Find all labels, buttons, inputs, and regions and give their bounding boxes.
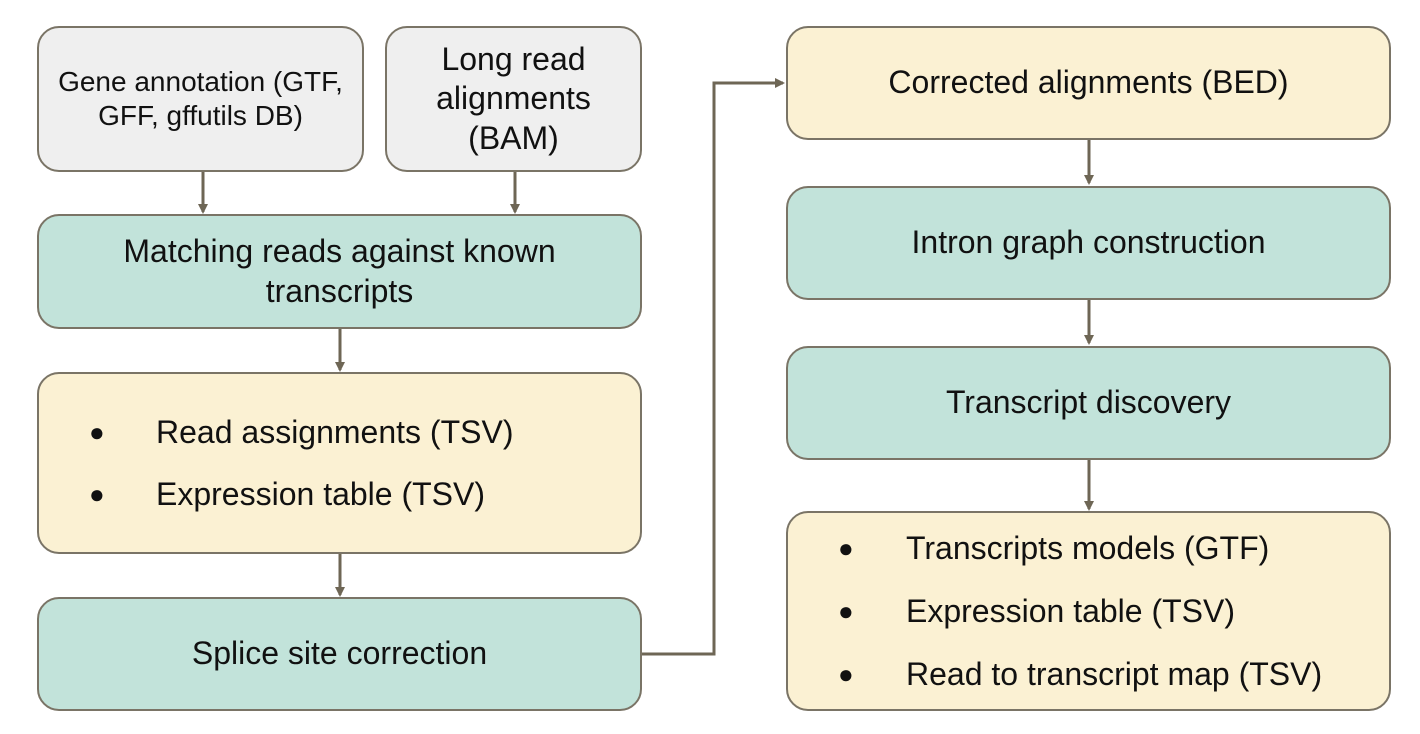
list-item: ● Transcripts models (GTF)	[838, 517, 1269, 580]
long-read-alignments-box: Long read alignments (BAM)	[385, 26, 642, 172]
bullet-icon: ●	[838, 532, 854, 563]
read-transcript-map-label: Read to transcript map (TSV)	[906, 655, 1323, 692]
final-outputs-box: ● Transcripts models (GTF) ● Expression …	[786, 511, 1391, 711]
corrected-alignments-label: Corrected alignments (BED)	[888, 64, 1289, 101]
splice-site-correction-box: Splice site correction	[37, 597, 642, 711]
read-assignments-label: Read assignments (TSV)	[156, 413, 514, 450]
gene-annotation-label: Gene annotation (GTF, GFF, gffutils DB)	[58, 65, 343, 131]
matching-reads-label: Matching reads against known transcripts	[123, 233, 556, 309]
list-item: ● Expression table (TSV)	[838, 580, 1235, 643]
list-item: ● Expression table (TSV)	[89, 463, 485, 525]
transcript-discovery-box: Transcript discovery	[786, 346, 1391, 460]
bullet-icon: ●	[89, 416, 105, 447]
arrow-splice-to-corrected	[642, 78, 785, 656]
gene-annotation-box: Gene annotation (GTF, GFF, gffutils DB)	[37, 26, 364, 172]
matching-reads-box: Matching reads against known transcripts	[37, 214, 642, 329]
intron-graph-label: Intron graph construction	[911, 224, 1266, 261]
bullet-icon: ●	[89, 478, 105, 509]
splice-site-correction-label: Splice site correction	[191, 635, 488, 672]
list-item: ● Read to transcript map (TSV)	[838, 643, 1322, 706]
expression-table-label: Expression table (TSV)	[156, 475, 486, 512]
list-item: ● Read assignments (TSV)	[89, 401, 513, 463]
intron-graph-box: Intron graph construction	[786, 186, 1391, 300]
corrected-alignments-box: Corrected alignments (BED)	[786, 26, 1391, 140]
transcript-discovery-label: Transcript discovery	[945, 384, 1232, 421]
bullet-icon: ●	[838, 658, 854, 689]
long-read-alignments-label: Long read alignments (BAM)	[436, 41, 591, 156]
assignment-outputs-box: ● Read assignments (TSV) ● Expression ta…	[37, 372, 642, 554]
transcript-models-label: Transcripts models (GTF)	[906, 529, 1270, 566]
bullet-icon: ●	[838, 595, 854, 626]
final-expression-table-label: Expression table (TSV)	[906, 592, 1236, 629]
